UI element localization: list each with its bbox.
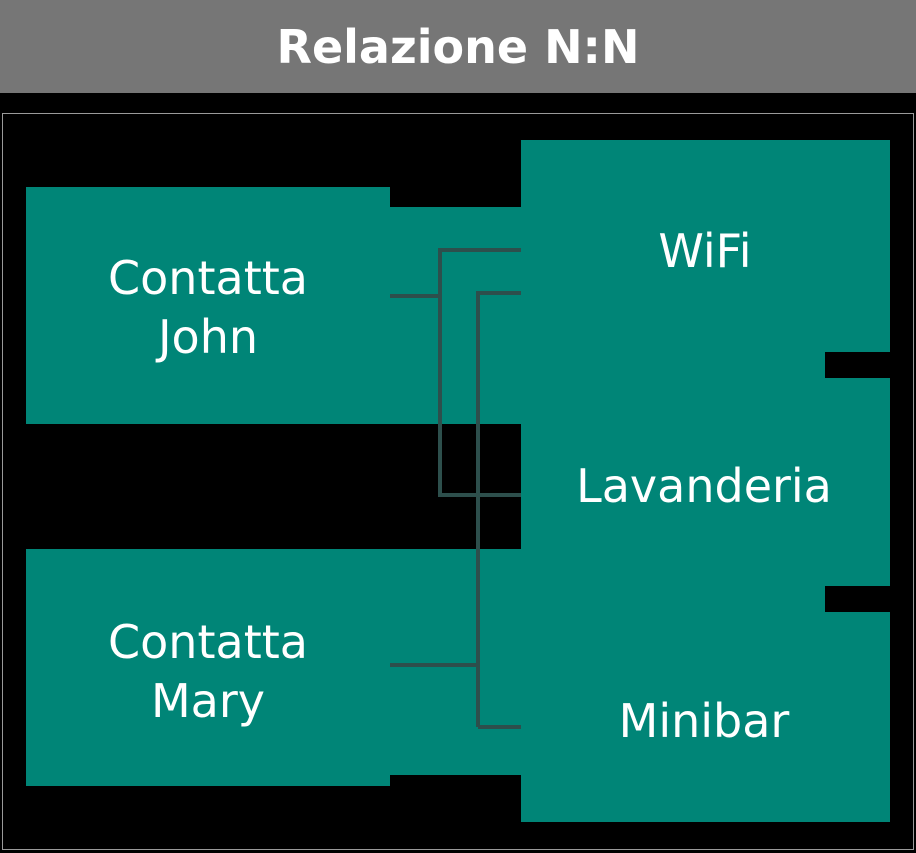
page-title: Relazione N:N [276,19,640,74]
label-contatta-john-line2: John [155,310,258,364]
right-node-group [521,140,890,822]
left-labels: Contatta John Contatta Mary [108,251,308,728]
label-lavanderia: Lavanderia [576,459,832,513]
relationship-diagram: Contatta John Contatta Mary WiFi Lavande… [26,140,890,822]
right-shape-services[interactable] [521,140,890,822]
left-node-group [26,187,521,786]
label-minibar: Minibar [619,694,790,748]
label-contatta-john-line1: Contatta [108,251,308,305]
label-wifi: WiFi [658,224,751,278]
label-contatta-mary-line2: Mary [151,674,265,728]
header-bar: Relazione N:N [0,0,916,93]
label-contatta-mary-line1: Contatta [108,615,308,669]
right-labels: WiFi Lavanderia Minibar [576,224,832,748]
left-shape-contatta-john[interactable] [26,187,521,786]
connector-lines [390,248,521,729]
connector-lavanderia-vertical [476,291,521,727]
diagram-frame: Contatta John Contatta Mary WiFi Lavande… [2,113,914,850]
